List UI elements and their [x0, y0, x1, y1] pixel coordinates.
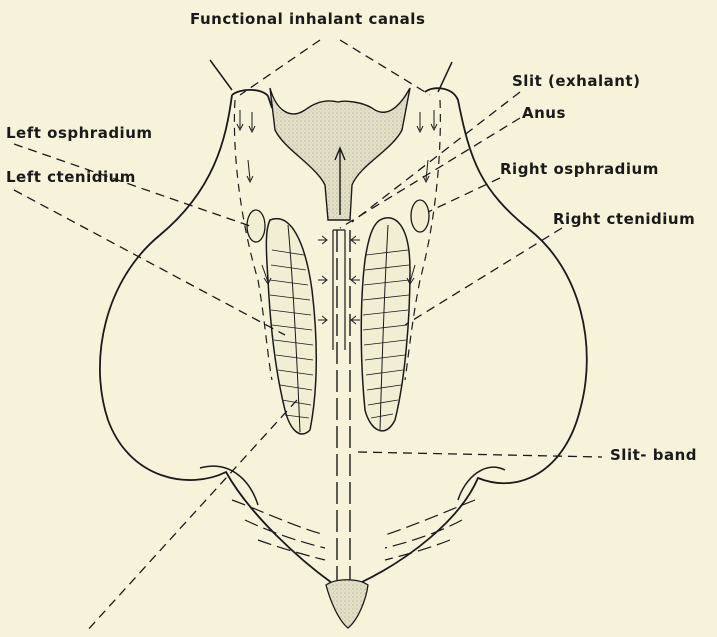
label-slit-band: Slit- band [610, 446, 697, 464]
label-left-ctenidium: Left ctenidium [6, 168, 136, 186]
label-anus: Anus [522, 104, 566, 122]
right-osphradium [411, 200, 429, 232]
canal-pointer-right [438, 62, 452, 92]
label-right-ctenidium: Right ctenidium [553, 210, 695, 228]
inhalant-canal-right [405, 100, 440, 380]
label-inhalant-canals: Functional inhalant canals [190, 10, 425, 28]
label-left-osphradium: Left osphradium [6, 124, 153, 142]
canal-pointer-left [210, 60, 232, 90]
left-ctenidium [266, 219, 316, 434]
left-osphradium [247, 210, 265, 242]
anus-column [333, 230, 345, 350]
lower-lobe-left [200, 466, 258, 505]
shell-tip [326, 580, 368, 628]
label-right-osphradium: Right osphradium [500, 160, 659, 178]
label-slit-exhalant: Slit (exhalant) [512, 72, 640, 90]
right-ctenidium [361, 218, 410, 431]
slit-band [337, 230, 350, 580]
